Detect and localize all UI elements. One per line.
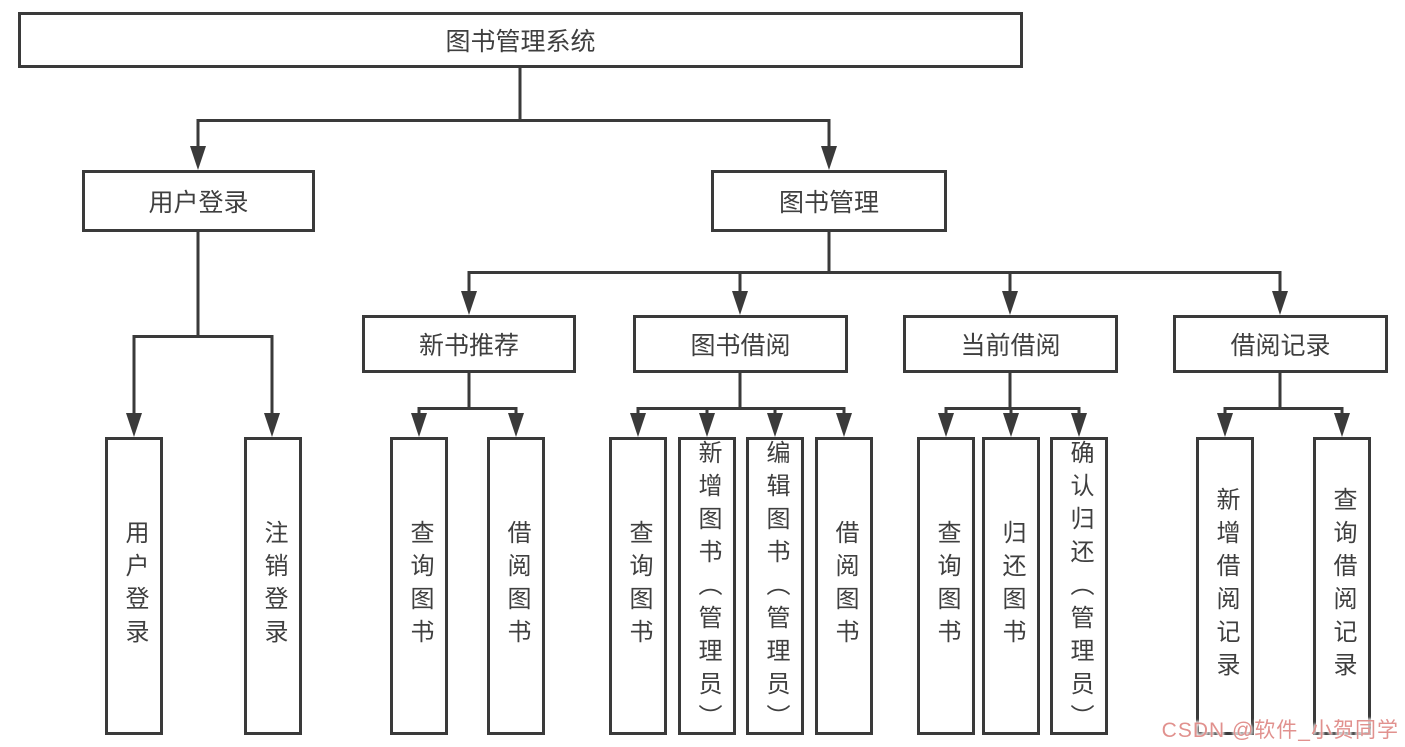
leaf-rec-borrow-book: 借阅图书	[487, 437, 545, 735]
leaf-confirm-return-admin: 确认归还（管理员）	[1050, 437, 1108, 737]
csdn-watermark: CSDN @软件_小贺同学	[1161, 719, 1399, 742]
connector-level3-rail	[467, 271, 1282, 297]
leaf-add-borrow-record: 新增借阅记录	[1196, 437, 1254, 735]
connector-user-login-rail	[132, 335, 274, 420]
leaf-add-book-admin: 新增图书（管理员）	[678, 437, 736, 737]
leaf-borrow-query-book: 查询图书	[609, 437, 667, 735]
leaf-return-book: 归还图书	[982, 437, 1040, 735]
connector-level2-rail	[196, 119, 831, 152]
leaf-current-query-book: 查询图书	[917, 437, 975, 735]
leaf-borrow-book: 借阅图书	[815, 437, 873, 735]
arrowheads	[126, 146, 1350, 437]
leaf-user-login: 用户登录	[105, 437, 163, 735]
node-book-borrow: 图书借阅	[633, 315, 848, 373]
node-current-borrow: 当前借阅	[903, 315, 1118, 373]
leaf-rec-query-book: 查询图书	[390, 437, 448, 735]
node-borrow-records: 借阅记录	[1173, 315, 1388, 373]
connector-borrow-rail	[636, 407, 846, 420]
connector-records-rail	[1223, 407, 1344, 420]
node-user-login: 用户登录	[82, 170, 315, 232]
leaf-edit-book-admin: 编辑图书（管理员）	[746, 437, 804, 737]
leaf-query-borrow-record: 查询借阅记录	[1313, 437, 1371, 735]
leaf-logout: 注销登录	[244, 437, 302, 735]
connector-newbook-rail	[417, 407, 518, 420]
node-book-management: 图书管理	[711, 170, 947, 232]
node-root: 图书管理系统	[18, 12, 1023, 68]
node-new-book-recommend: 新书推荐	[362, 315, 576, 373]
